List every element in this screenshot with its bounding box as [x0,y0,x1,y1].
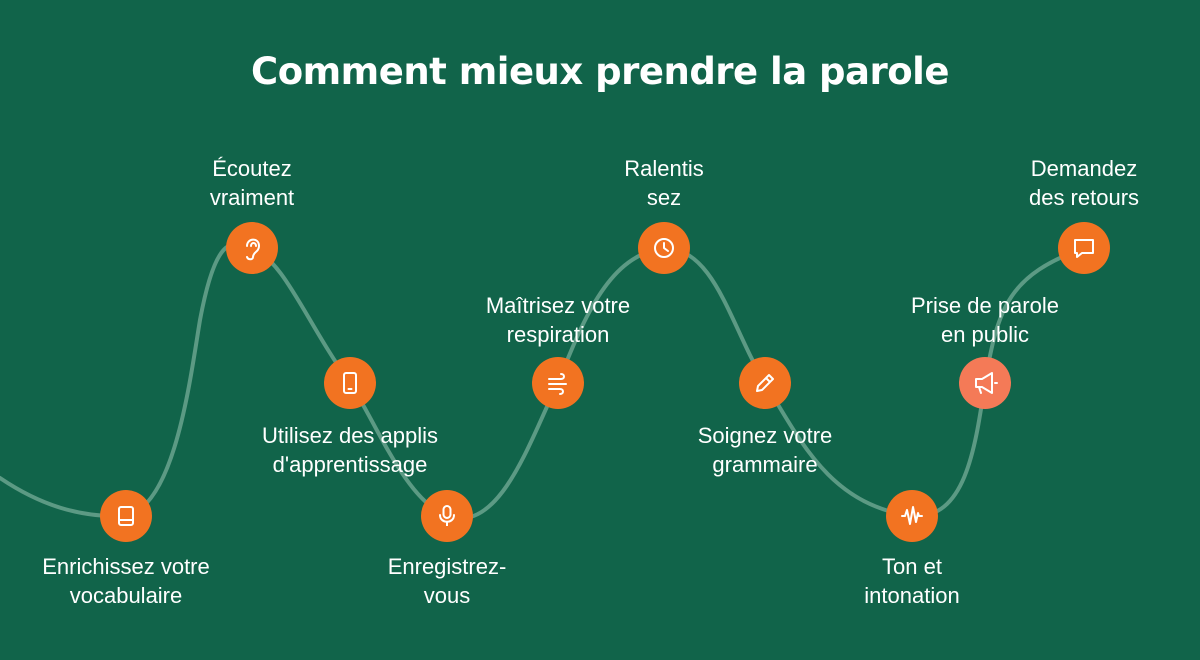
step-label-line: Utilisez des applis [261,423,439,448]
step-label-line: en public [940,322,1030,347]
step-label: Écoutez vraiment [132,154,372,212]
step-marker-circle [100,490,152,542]
page-title: Comment mieux prendre la parole [251,50,949,93]
step-label-line: respiration [506,322,610,347]
step-marker [226,222,278,274]
step-marker-circle [324,357,376,409]
chat-bubble-icon [1074,239,1094,258]
step-label-line: sez [646,185,682,210]
step-label: Enregistrez-vous [327,552,567,610]
sound-wave-icon [901,506,923,525]
clock-icon [654,238,674,258]
step-label: Soignez votre grammaire [645,421,885,479]
step-marker-circle [226,222,278,274]
step-markers [100,222,1110,542]
step-label-line: Demandez [1030,156,1138,181]
step-label: Enrichissez votre vocabulaire [6,552,246,610]
step-label: Prise de parole en public [865,291,1105,349]
step-label-line: des retours [1028,185,1140,210]
step-marker-circle [1058,222,1110,274]
step-marker [886,490,938,542]
wind-icon [548,373,567,395]
step-marker [1058,222,1110,274]
step-marker [739,357,791,409]
step-label-line: vous [423,583,471,608]
step-marker-circle [739,357,791,409]
step-label-line: Prise de parole [911,293,1059,318]
step-label-line: vraiment [209,185,295,210]
step-label: Maîtrisez votre respiration [438,291,678,349]
step-label-line: Enregistrez- [387,554,507,579]
step-marker [959,357,1011,409]
step-marker [421,490,473,542]
step-label-line: Maîtrisez votre [485,293,631,318]
step-label: Utilisez des applis d'apprentissage [230,421,470,479]
step-label: Demandez des retours [964,154,1200,212]
megaphone-icon [975,372,998,394]
step-label-line: Ton et [882,554,942,579]
step-marker [324,357,376,409]
step-label-line: Enrichissez votre [42,554,210,579]
step-label: Ralentis sez [544,154,784,212]
microphone-icon [439,505,455,526]
step-marker [532,357,584,409]
step-marker-circle [421,490,473,542]
step-label-line: Ralentis [624,156,704,181]
step-label-line: intonation [864,583,960,608]
step-marker-circle [959,357,1011,409]
step-label: Ton et intonation [792,552,1032,610]
step-label-line: vocabulaire [69,583,183,608]
phone-icon [343,372,357,394]
step-label-line: grammaire [712,452,818,477]
step-label-line: Soignez votre [697,423,833,448]
step-label-line: d'apprentissage [272,452,428,477]
step-marker [100,490,152,542]
step-label-line: Écoutez [212,156,292,181]
ear-icon [246,238,261,261]
pencil-icon [756,374,774,392]
step-marker [638,222,690,274]
book-icon [118,506,134,526]
